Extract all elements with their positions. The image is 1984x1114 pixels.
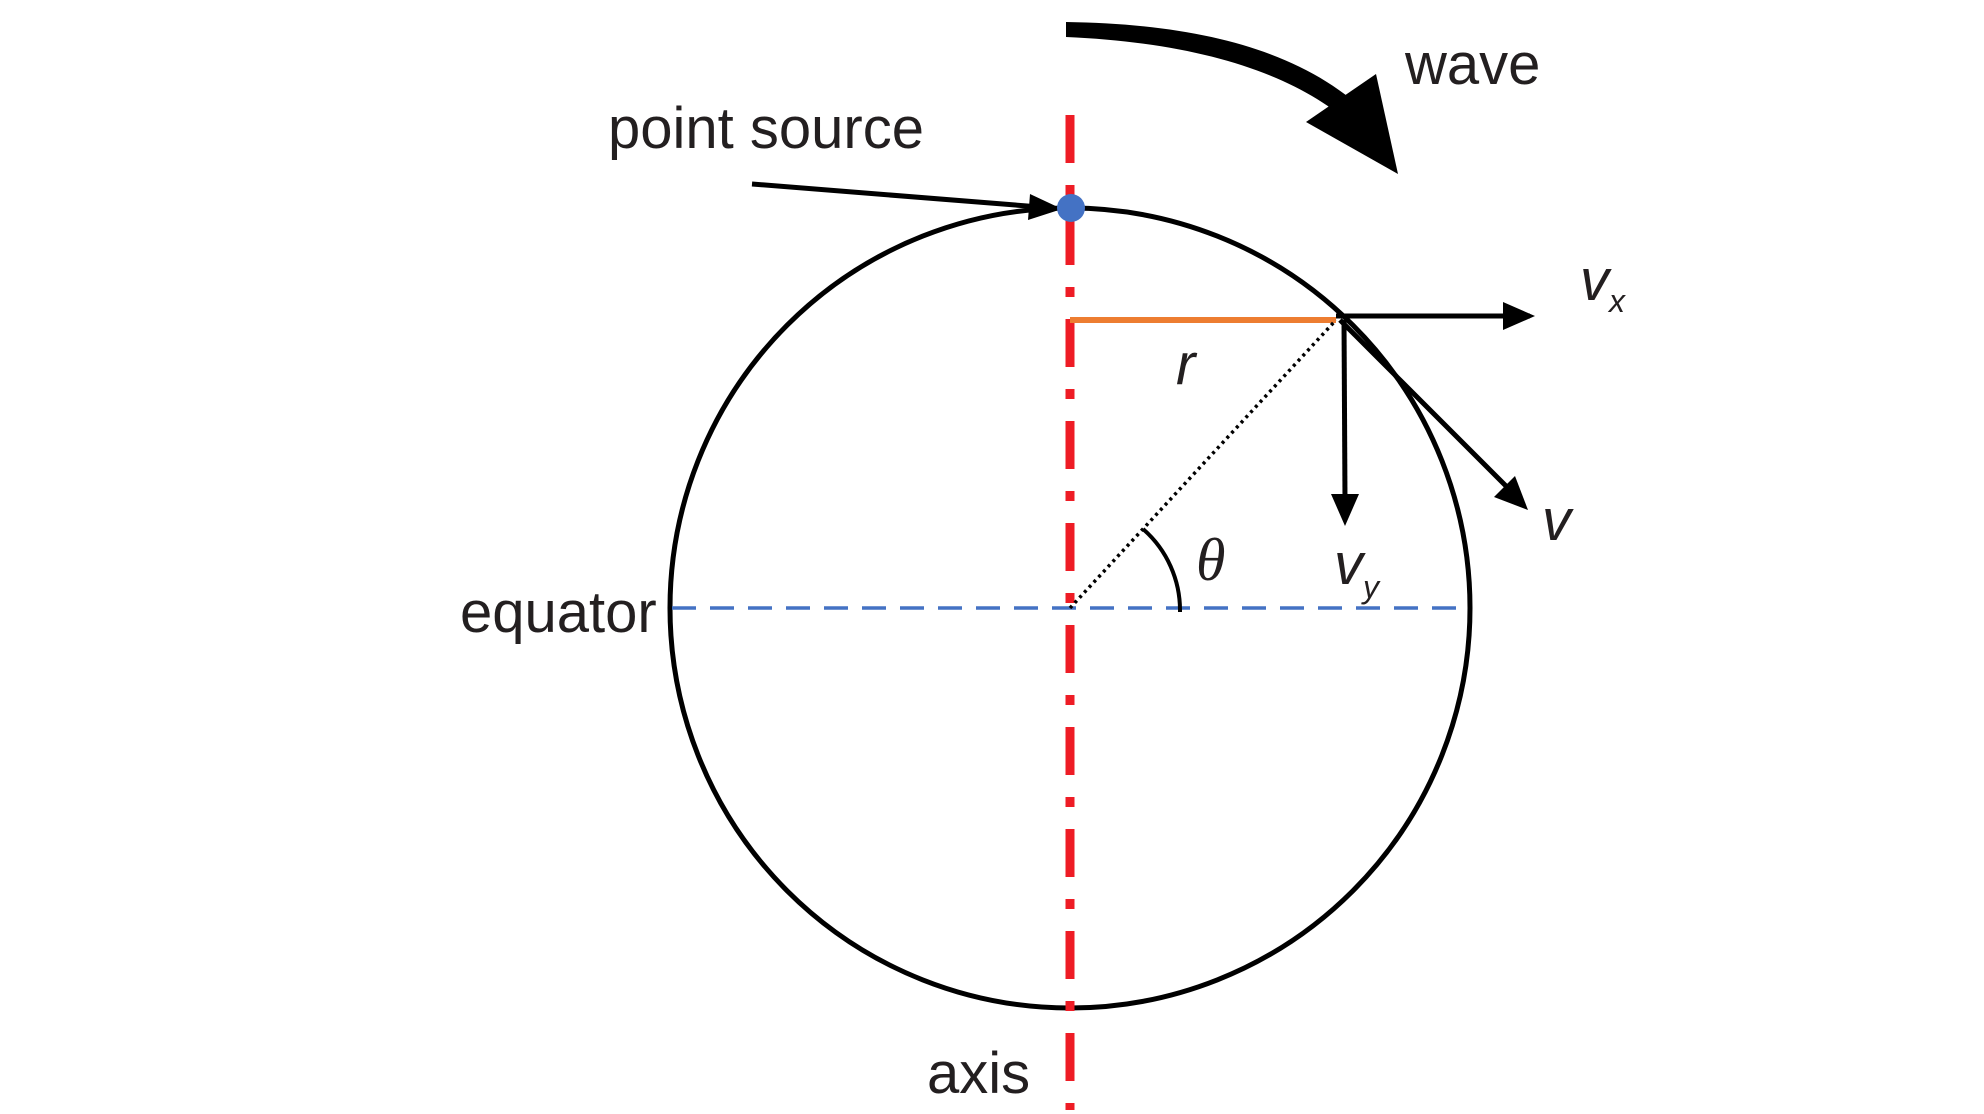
wave-label: wave (1404, 32, 1540, 97)
wave-arrowhead (1306, 74, 1398, 174)
wave-arrow (1066, 22, 1372, 132)
theta-arc (1141, 527, 1183, 613)
vy-label-base: v (1334, 532, 1366, 597)
point-source-dot (1057, 194, 1085, 222)
point-source-label: point source (608, 96, 924, 161)
vx-arrowhead (1503, 302, 1535, 330)
vy-label: vy (1334, 532, 1381, 605)
v-arrow (1338, 318, 1512, 492)
theta-label: θ (1196, 527, 1225, 593)
vy-label-sub: y (1361, 569, 1381, 605)
v-label: v (1542, 488, 1574, 553)
vy-arrowhead (1331, 494, 1359, 526)
vx-label: vx (1580, 248, 1626, 319)
axis-label: axis (927, 1041, 1030, 1106)
point-source-pointer (751, 181, 1041, 210)
vx-label-base: v (1580, 248, 1612, 313)
v-arrowhead (1494, 476, 1528, 510)
point-source-pointer-head (1028, 194, 1062, 220)
equator-label: equator (460, 580, 657, 645)
r-label: r (1176, 332, 1198, 397)
vy-arrow (1341, 319, 1348, 501)
vx-label-sub: x (1607, 283, 1626, 319)
latitude-radius-line (1068, 318, 1338, 610)
